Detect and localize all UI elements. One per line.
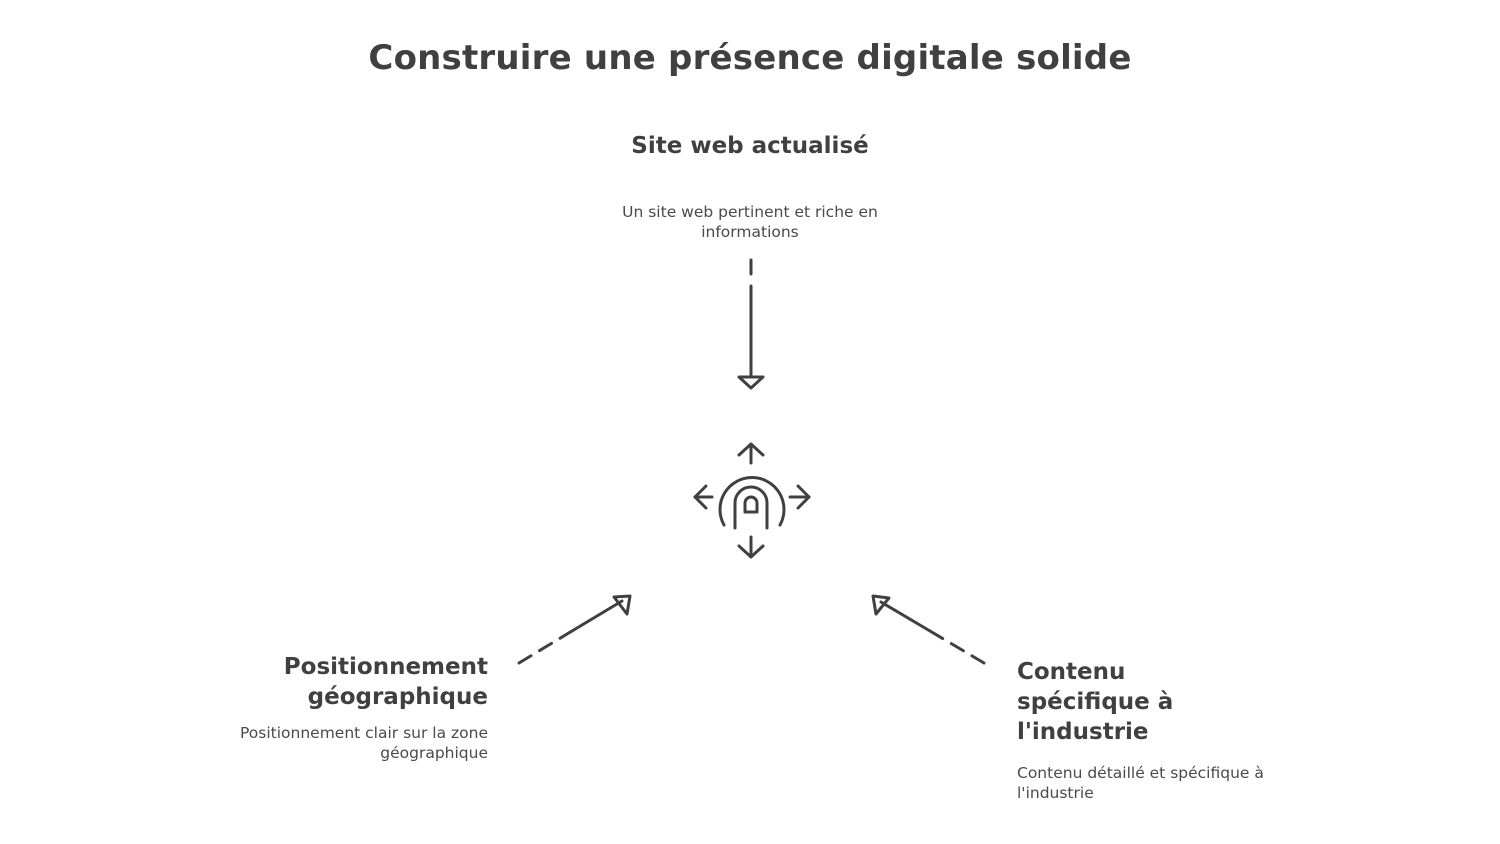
node-title-site-web: Site web actualisé: [631, 133, 869, 159]
diagram-title: Construire une présence digitale solide: [368, 38, 1132, 78]
node-description-site-web: Un site web pertinent et riche en inform…: [622, 203, 878, 241]
node-description-positionnement: Positionnement clair sur la zone géograp…: [239, 724, 488, 762]
arrow-top-to-center: [737, 258, 765, 390]
touch-expand-icon: [693, 442, 811, 559]
arrow-left-to-center: [517, 594, 632, 665]
node-title-positionnement: Positionnement géographique: [283, 654, 488, 710]
node-description-contenu: Contenu détaillé et spécifique à l'indus…: [1017, 764, 1264, 802]
arrow-right-to-center: [871, 594, 986, 665]
node-title-contenu: Contenu spécifique à l'industrie: [1017, 659, 1174, 745]
